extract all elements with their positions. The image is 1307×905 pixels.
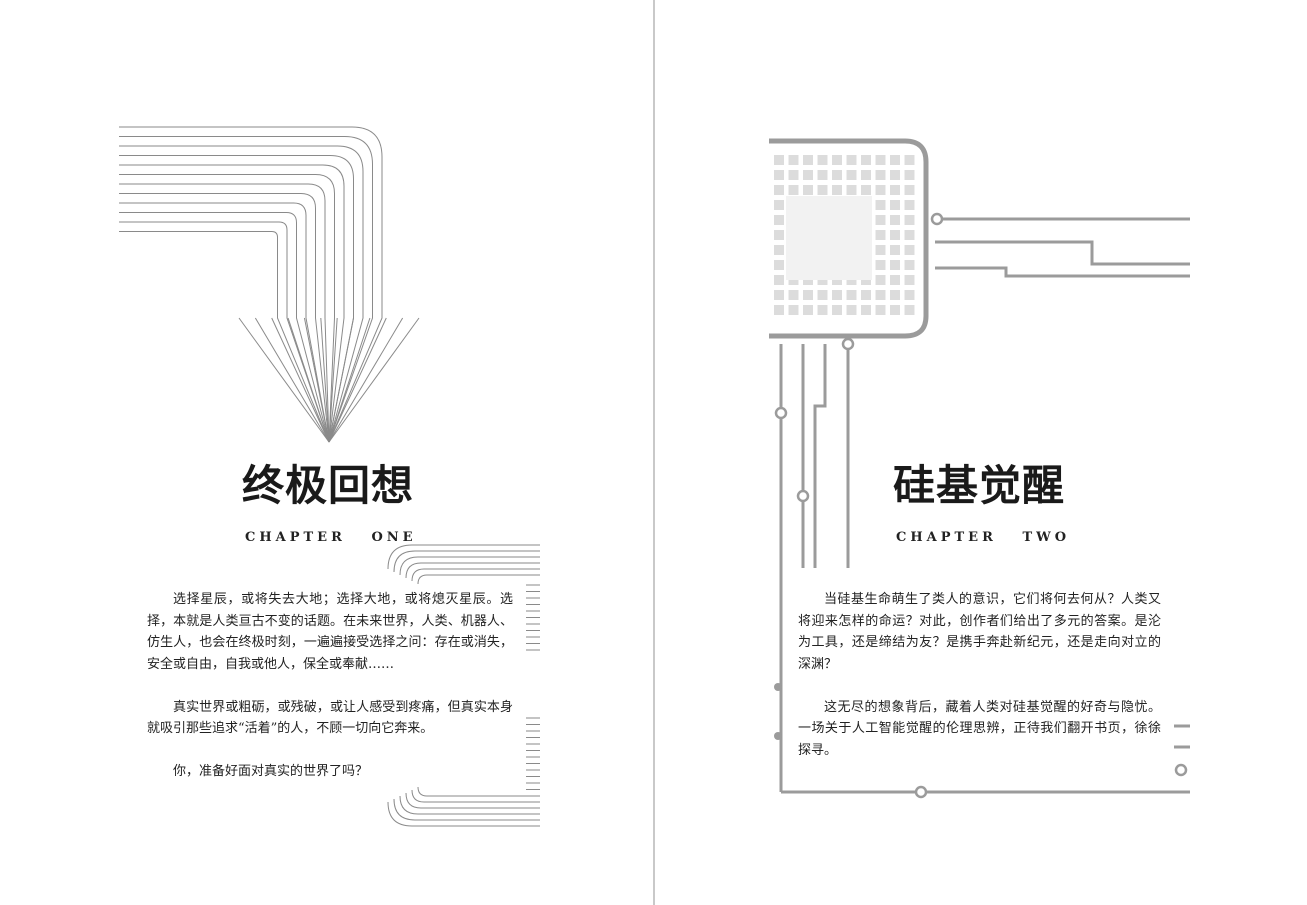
book-spine <box>653 0 655 905</box>
circuit-chip-icon <box>769 138 1190 799</box>
chapter-one-subtitle: CHAPTER ONE <box>245 530 417 545</box>
chapter-two-title: 硅基觉醒 <box>893 461 1066 510</box>
line-arrow-icon <box>119 126 540 827</box>
chapter-two-subtitle: CHAPTER TWO <box>896 530 1071 545</box>
paragraph: 你，准备好面对真实的世界了吗？ <box>173 764 369 779</box>
chapter-two-body: 当硅基生命萌生了类人的意识，它们将何去何从？人类又将迎来怎样的命运？对此，创作者… <box>798 589 1161 761</box>
chapter-one-title: 终极回想 <box>242 461 415 510</box>
paragraph: 这无尽的想象背后，藏着人类对硅基觉醒的好奇与隐忧。一场关于人工智能觉醒的伦理思辨… <box>798 699 1161 758</box>
paragraph: 真实世界或粗砺，或残破，或让人感受到疼痛，但真实本身就吸引那些追求“活着”的人，… <box>147 699 513 737</box>
right-page: 硅基觉醒 CHAPTER TWO 当硅基生命萌生了类人的意识，它们将何去何从？人… <box>655 0 1307 905</box>
paragraph: 当硅基生命萌生了类人的意识，它们将何去何从？人类又将迎来怎样的命运？对此，创作者… <box>798 592 1161 672</box>
left-page: 终极回想 CHAPTER ONE 选择星辰，或将失去大地；选择大地，或将熄灭星辰… <box>119 126 540 827</box>
chapter-one-body: 选择星辰，或将失去大地；选择大地，或将熄灭星辰。选择，本就是人类亘古不变的话题。… <box>147 589 513 783</box>
paragraph: 选择星辰，或将失去大地；选择大地，或将熄灭星辰。选择，本就是人类亘古不变的话题。… <box>147 592 513 672</box>
